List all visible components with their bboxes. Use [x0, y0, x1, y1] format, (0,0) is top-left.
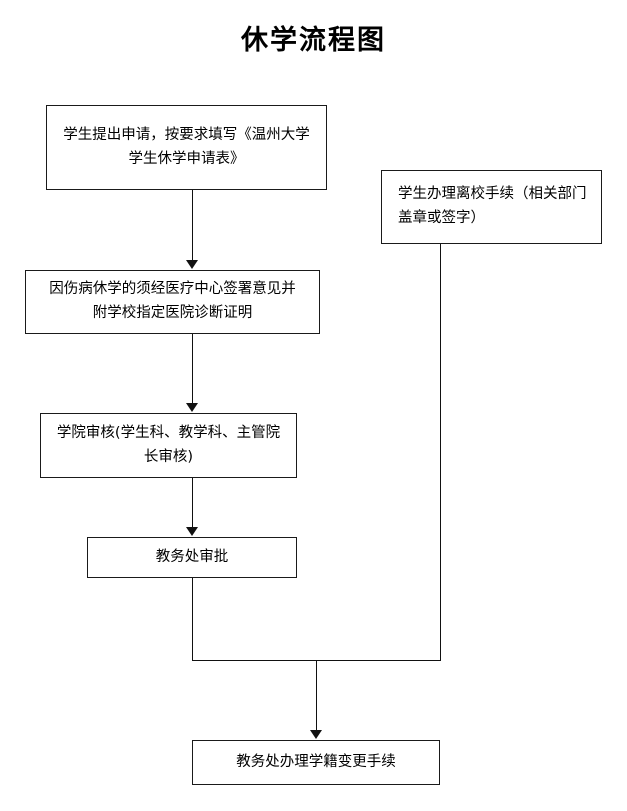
flow-node-medical-label: 因伤病休学的须经医疗中心签署意见并 附学校指定医院诊断证明	[49, 281, 296, 321]
connector-leaving-to-merge-line	[440, 244, 441, 661]
connector-college-to-academic-arrow-icon	[186, 527, 198, 536]
connector-medical-to-college-arrow-icon	[186, 403, 198, 412]
connector-apply-to-medical-arrow-icon	[186, 260, 198, 269]
connector-apply-to-medical-line	[192, 190, 193, 262]
connector-college-to-academic-line	[192, 478, 193, 529]
connector-merge-to-registry-line	[316, 660, 317, 732]
connector-merge-to-registry-arrow-icon	[310, 730, 322, 739]
flow-node-apply: 学生提出申请，按要求填写《温州大学 学生休学申请表》	[46, 105, 327, 190]
flow-node-leaving-school: 学生办理离校手续（相关部门 盖章或签字）	[381, 170, 602, 244]
flow-node-academic-affairs-approval: 教务处审批	[87, 537, 297, 578]
flow-node-leaving-school-label: 学生办理离校手续（相关部门 盖章或签字）	[398, 186, 587, 226]
page-title: 休学流程图	[241, 25, 386, 56]
flow-node-registry-change: 教务处办理学籍变更手续	[192, 740, 440, 785]
flow-node-medical: 因伤病休学的须经医疗中心签署意见并 附学校指定医院诊断证明	[25, 270, 320, 334]
connector-medical-to-college-line	[192, 334, 193, 405]
flow-node-registry-change-label: 教务处办理学籍变更手续	[236, 753, 396, 770]
flow-node-college-review-label: 学院审核(学生科、教学科、主管院 长审核)	[56, 424, 281, 465]
flow-node-academic-affairs-approval-label: 教务处审批	[155, 548, 229, 565]
flow-node-college-review: 学院审核(学生科、教学科、主管院 长审核)	[40, 413, 297, 478]
flow-node-apply-label: 学生提出申请，按要求填写《温州大学 学生休学申请表》	[63, 126, 310, 167]
connector-academic-to-merge-line	[192, 578, 193, 661]
